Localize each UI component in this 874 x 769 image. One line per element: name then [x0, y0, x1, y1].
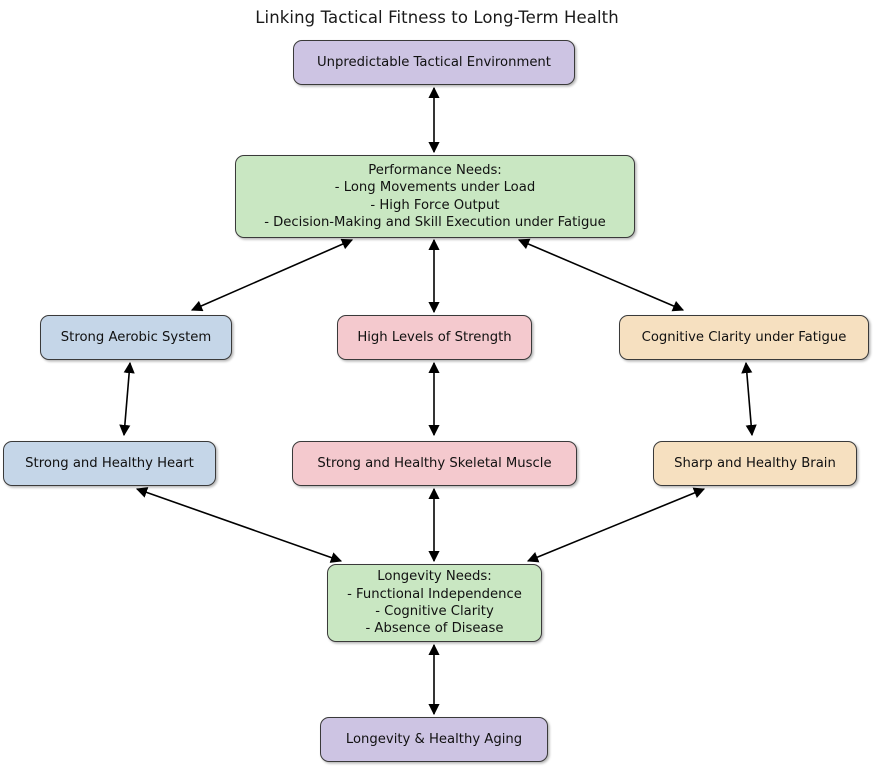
edge-healthy-brain-longevity-needs: [526, 487, 706, 563]
node-skeletal-muscle[interactable]: Strong and Healthy Skeletal Muscle: [292, 441, 577, 486]
edge-performance-needs-cognitive-clarity: [517, 238, 685, 312]
edge-healthy-heart-longevity-needs: [135, 487, 343, 563]
node-strength-levels[interactable]: High Levels of Strength: [337, 315, 532, 360]
node-aerobic-system[interactable]: Strong Aerobic System: [40, 315, 232, 360]
edge-cognitive-clarity-healthy-brain: [741, 361, 757, 437]
node-healthy-heart[interactable]: Strong and Healthy Heart: [3, 441, 216, 486]
node-longevity-aging[interactable]: Longevity & Healthy Aging: [320, 717, 548, 762]
node-performance-needs[interactable]: Performance Needs: - Long Movements unde…: [235, 155, 635, 238]
node-tactical-environment[interactable]: Unpredictable Tactical Environment: [293, 40, 575, 85]
edge-performance-needs-aerobic-system: [190, 238, 354, 312]
page-title: Linking Tactical Fitness to Long-Term He…: [255, 8, 619, 27]
node-longevity-needs[interactable]: Longevity Needs: - Functional Independen…: [327, 564, 542, 642]
node-healthy-brain[interactable]: Sharp and Healthy Brain: [653, 441, 857, 486]
node-cognitive-clarity-fatigue[interactable]: Cognitive Clarity under Fatigue: [619, 315, 869, 360]
edge-aerobic-system-healthy-heart: [119, 361, 135, 437]
